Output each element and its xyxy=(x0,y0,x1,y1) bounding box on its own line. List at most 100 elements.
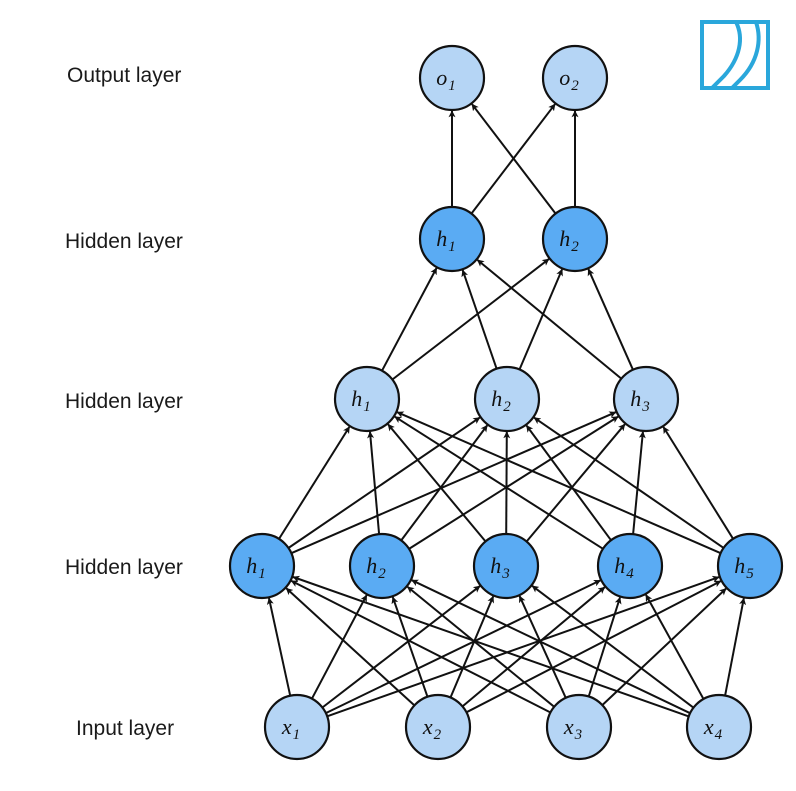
edge-x4-to-h1_2 xyxy=(411,579,691,715)
layer-label-hidden3: Hidden layer xyxy=(65,230,183,253)
edge-h1_1-to-h2_3 xyxy=(290,411,617,555)
node-circle xyxy=(596,532,664,600)
edge-h1_2-to-h2_1 xyxy=(367,431,381,535)
node-subscript: 2 xyxy=(571,239,579,255)
node-h2_1: h1 xyxy=(333,365,401,433)
node-circle xyxy=(472,532,540,600)
edge-x1-to-h1_1 xyxy=(266,597,292,696)
node-subscript: 1 xyxy=(293,727,301,743)
edge-x2-to-h1_3 xyxy=(449,595,495,698)
edge-x3-to-h1_5 xyxy=(601,587,727,706)
node-variable: h xyxy=(614,553,625,578)
node-h1_5: h5 xyxy=(716,532,784,600)
node-x4: x4 xyxy=(685,693,753,761)
node-circle xyxy=(418,205,486,273)
node-circle xyxy=(418,44,486,112)
edge-h1_5-to-h2_2 xyxy=(533,416,725,549)
layer-label-hidden2: Hidden layer xyxy=(65,390,183,413)
node-subscript: 3 xyxy=(501,566,510,582)
edge-x2-to-h1_4 xyxy=(461,586,606,708)
node-label: h3 xyxy=(630,386,650,415)
edge-x4-to-h1_4 xyxy=(645,594,705,700)
node-circle xyxy=(404,693,472,761)
layer-label-input: Input layer xyxy=(76,717,174,740)
node-subscript: 2 xyxy=(378,566,386,582)
node-variable: h xyxy=(366,553,377,578)
node-label: x4 xyxy=(703,714,723,743)
edge-h2_3-to-h3_1 xyxy=(476,259,622,380)
node-circle xyxy=(541,205,609,273)
node-label: x2 xyxy=(422,714,442,743)
edge-x3-to-h1_1 xyxy=(290,580,551,714)
edge-h3_2-to-o1 xyxy=(471,103,557,215)
node-subscript: 2 xyxy=(503,399,511,415)
node-x3: x3 xyxy=(545,693,613,761)
node-label: h1 xyxy=(351,386,371,415)
edge-h1_4-to-h2_2 xyxy=(525,425,612,541)
edge-x1-to-h1_5 xyxy=(326,575,720,718)
node-subscript: 3 xyxy=(574,727,583,743)
node-circle xyxy=(228,532,296,600)
node-label: h5 xyxy=(734,553,754,582)
edge-h2_1-to-h3_2 xyxy=(391,258,550,381)
node-variable: h xyxy=(490,553,501,578)
node-circle xyxy=(716,532,784,600)
edge-h1_5-to-h2_3 xyxy=(662,426,734,540)
edge-h1_3-to-h2_3 xyxy=(525,423,626,543)
node-variable: h xyxy=(734,553,745,578)
node-label: h4 xyxy=(614,553,634,582)
node-circle xyxy=(685,693,753,761)
node-subscript: 4 xyxy=(715,727,723,743)
layer-label-hidden1: Hidden layer xyxy=(65,556,183,579)
edge-x4-to-h1_5 xyxy=(724,597,747,696)
node-h1_2: h2 xyxy=(348,532,416,600)
node-h2_3: h3 xyxy=(612,365,680,433)
node-subscript: 1 xyxy=(448,239,456,255)
node-label: o2 xyxy=(559,65,579,94)
edge-h1_5-to-h2_1 xyxy=(396,411,722,555)
edge-h1_3-to-h2_2 xyxy=(503,431,511,535)
edge-h2_3-to-h3_2 xyxy=(587,268,634,371)
node-circle xyxy=(473,365,541,433)
node-variable: x xyxy=(281,714,292,739)
node-variable: h xyxy=(351,386,362,411)
node-circle xyxy=(348,532,416,600)
node-h1_3: h3 xyxy=(472,532,540,600)
edge-x4-to-h1_3 xyxy=(531,585,695,709)
edge-x3-to-h1_4 xyxy=(587,596,622,697)
node-subscript: 5 xyxy=(746,566,754,582)
edge-h1_1-to-h2_2 xyxy=(287,416,481,549)
edge-h1_4-to-h2_1 xyxy=(394,415,604,550)
node-variable: h xyxy=(630,386,641,411)
node-label: x1 xyxy=(281,714,300,743)
node-subscript: 1 xyxy=(363,399,371,415)
node-label: o1 xyxy=(436,65,456,94)
node-label: h2 xyxy=(366,553,386,582)
edge-h2_1-to-h3_1 xyxy=(381,267,438,372)
node-circle xyxy=(333,365,401,433)
edge-x2-to-h1_1 xyxy=(285,587,416,707)
edge-x1-to-h1_2 xyxy=(311,594,368,700)
node-h2_2: h2 xyxy=(473,365,541,433)
book-logo-icon xyxy=(700,20,770,90)
node-label: x3 xyxy=(563,714,582,743)
edge-h2_2-to-h3_1 xyxy=(461,269,498,370)
edge-x3-to-h1_3 xyxy=(518,595,567,699)
node-label: h2 xyxy=(559,226,579,255)
node-x1: x1 xyxy=(263,693,331,761)
node-variable: o xyxy=(436,65,447,90)
node-x2: x2 xyxy=(404,693,472,761)
node-subscript: 2 xyxy=(434,727,442,743)
node-h1_1: h1 xyxy=(228,532,296,600)
node-h3_2: h2 xyxy=(541,205,609,273)
node-o2: o2 xyxy=(541,44,609,112)
node-subscript: 2 xyxy=(571,78,579,94)
layer-label-output: Output layer xyxy=(67,64,181,87)
edge-h1_3-to-h2_1 xyxy=(387,423,487,543)
node-circle xyxy=(545,693,613,761)
node-circle xyxy=(541,44,609,112)
node-label: h3 xyxy=(490,553,510,582)
node-h1_4: h4 xyxy=(596,532,664,600)
node-variable: x xyxy=(422,714,433,739)
